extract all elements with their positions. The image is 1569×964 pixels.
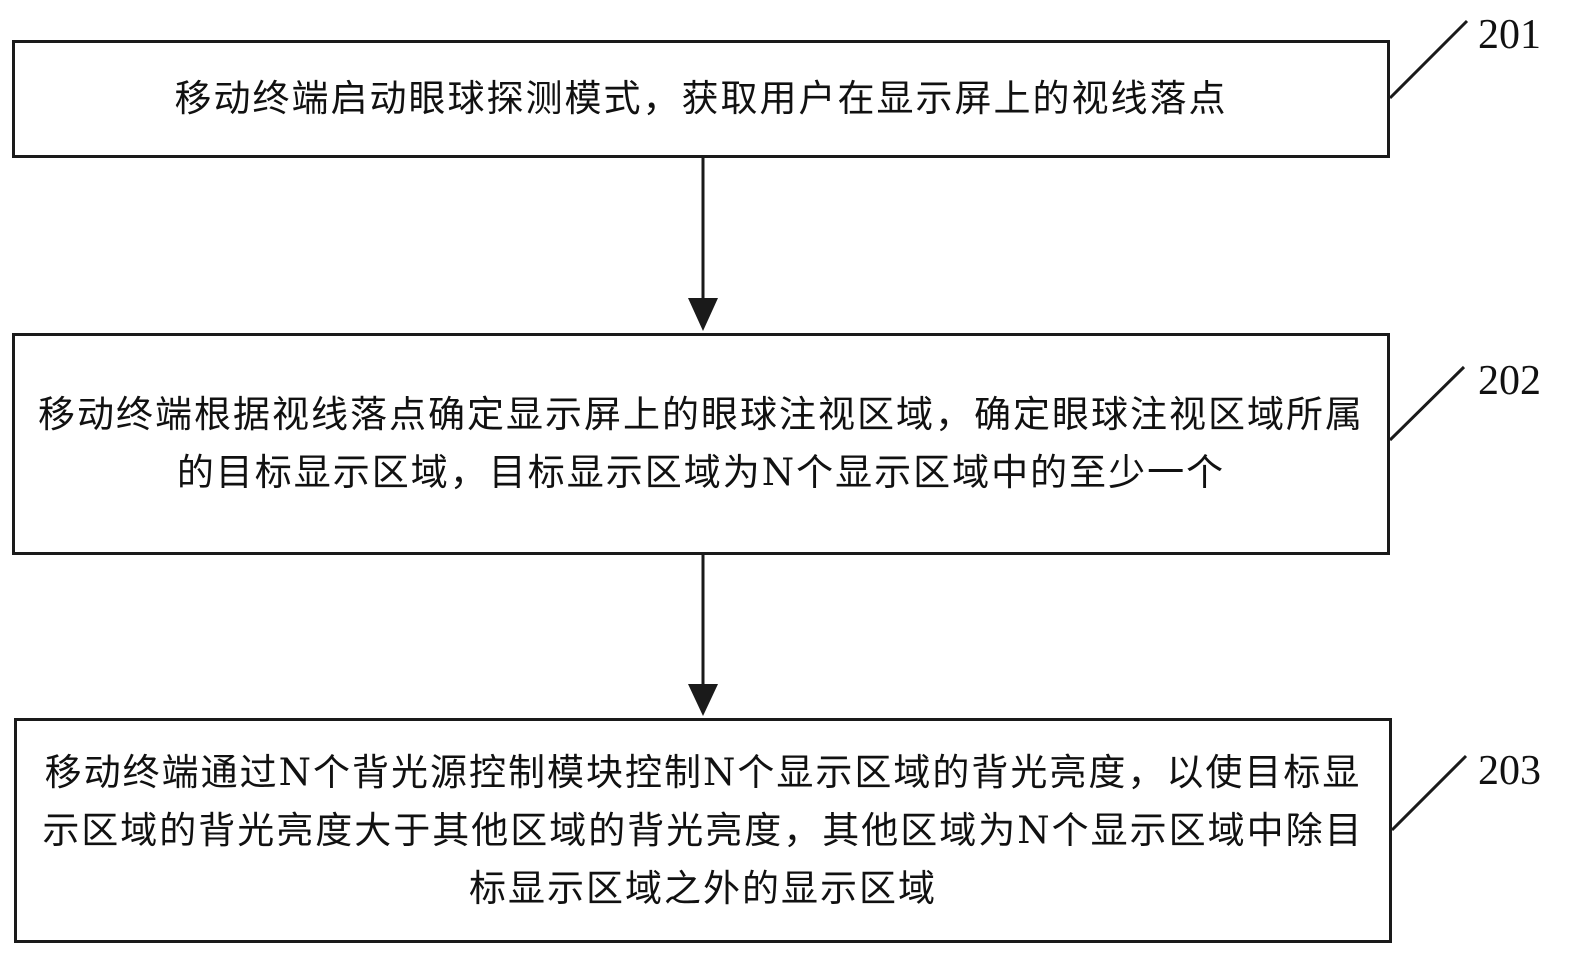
flow-arrow-202-to-203 bbox=[688, 555, 718, 716]
step-box-201: 移动终端启动眼球探测模式，获取用户在显示屏上的视线落点 bbox=[12, 40, 1390, 158]
step-number-201: 201 bbox=[1478, 12, 1541, 58]
flow-arrow-201-to-202 bbox=[688, 158, 718, 331]
arrowhead-icon bbox=[688, 298, 718, 331]
step-box-202: 移动终端根据视线落点确定显示屏上的眼球注视区域，确定眼球注视区域所属的目标显示区… bbox=[12, 333, 1390, 555]
leader-line-202 bbox=[1388, 365, 1466, 442]
leader-line-203 bbox=[1390, 754, 1468, 832]
step-box-203: 移动终端通过N个背光源控制模块控制N个显示区域的背光亮度，以使目标显示区域的背光… bbox=[14, 718, 1392, 943]
arrowhead-icon bbox=[688, 684, 718, 716]
step-text-201: 移动终端启动眼球探测模式，获取用户在显示屏上的视线落点 bbox=[174, 77, 1228, 120]
step-text-202: 移动终端根据视线落点确定显示屏上的眼球注视区域，确定眼球注视区域所属的目标显示区… bbox=[38, 393, 1364, 494]
leader-line-201 bbox=[1388, 19, 1469, 100]
step-text-203: 移动终端通过N个背光源控制模块控制N个显示区域的背光亮度，以使目标显示区域的背光… bbox=[42, 750, 1364, 910]
step-number-202: 202 bbox=[1478, 358, 1541, 404]
step-number-203: 203 bbox=[1478, 748, 1541, 794]
